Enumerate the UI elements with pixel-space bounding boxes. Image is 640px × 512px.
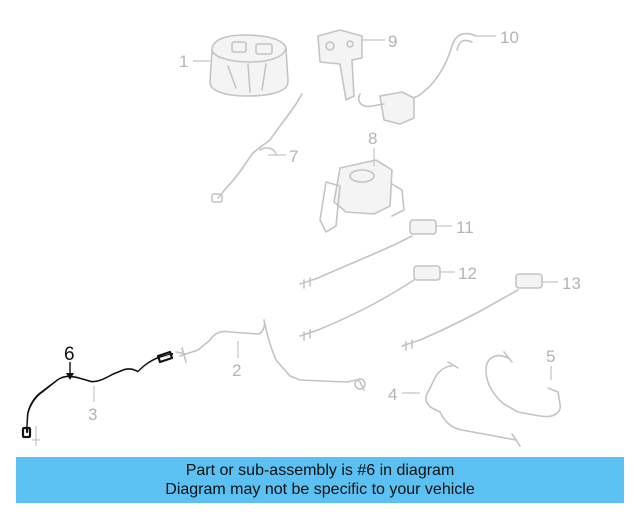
banner-line-2: Diagram may not be specific to your vehi…: [165, 481, 475, 498]
part-1-drawing: [209, 34, 289, 97]
part-6-highlighted-line: [21, 350, 174, 439]
part-13-drawing: [401, 273, 543, 351]
callout-3: 3: [88, 405, 97, 424]
part-12-drawing: [299, 265, 441, 341]
callout-9: 9: [388, 32, 397, 51]
callout-10: 10: [500, 28, 519, 47]
callout-11: 11: [456, 218, 474, 237]
callout-4: 4: [388, 385, 397, 404]
part-10-drawing: [357, 32, 477, 125]
part-11-drawing: [299, 219, 437, 289]
info-banner: Part or sub-assembly is #6 in diagram Di…: [16, 457, 624, 503]
part-4-drawing: [425, 361, 521, 447]
callout-13: 13: [562, 274, 581, 293]
banner-line-1: Part or sub-assembly is #6 in diagram: [185, 462, 455, 479]
part-5-drawing: [485, 351, 562, 418]
callout-2: 2: [232, 361, 241, 380]
callout-12: 12: [458, 264, 477, 283]
callout-6-highlighted: 6: [64, 344, 75, 365]
callout-1: 1: [179, 52, 188, 71]
callout-7: 7: [289, 147, 298, 166]
callout-5: 5: [546, 347, 555, 366]
part-8-drawing: [319, 159, 405, 233]
callout-8: 8: [368, 129, 377, 148]
part-9-drawing: [317, 29, 363, 101]
part-7-drawing: [211, 93, 303, 203]
part-2-drawing: [175, 319, 366, 391]
